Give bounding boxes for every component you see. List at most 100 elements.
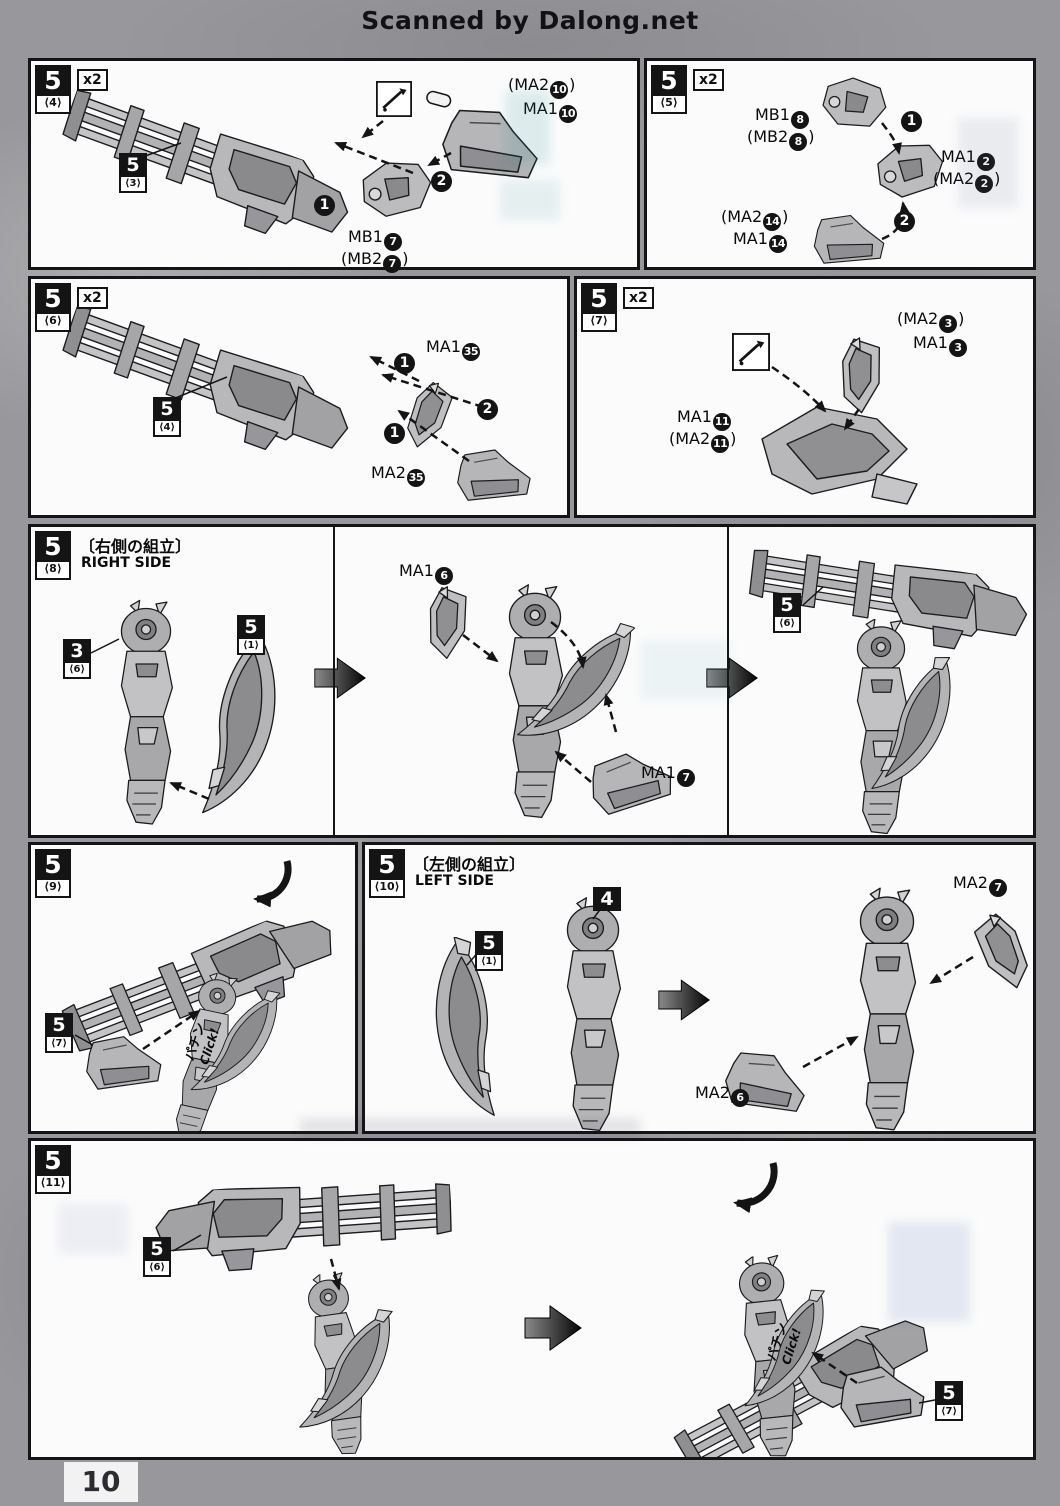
part-code: MA1 xyxy=(426,337,461,356)
step-variant: ⟨4⟩ xyxy=(35,96,71,114)
order-badge-1b: 1 xyxy=(384,423,405,444)
illustration-fold-rifle xyxy=(57,860,347,1131)
step-badge: 5 ⟨5⟩ xyxy=(651,65,687,114)
part-number: 10 xyxy=(558,105,577,123)
part-code-suffix: ) xyxy=(808,127,815,146)
part-code: MA2 xyxy=(953,873,988,892)
step-number: 5 xyxy=(935,1381,963,1405)
part-number: 14 xyxy=(763,213,782,231)
next-step-arrow xyxy=(706,657,758,699)
foot-part xyxy=(454,446,533,502)
illustration-rifle-fins xyxy=(52,295,533,502)
illustration-final-fold xyxy=(153,1162,962,1457)
order-badge-1: 1 xyxy=(901,111,922,132)
section-title-en: RIGHT SIDE xyxy=(81,555,172,571)
part-number: 2 xyxy=(975,175,994,193)
step-badge: 5 ⟨9⟩ xyxy=(35,849,71,898)
watermark: Scanned by Dalong.net xyxy=(361,6,699,35)
part-number: 35 xyxy=(461,343,480,361)
illustration-right-arm-assembly xyxy=(90,539,1033,835)
part-code-suffix: ) xyxy=(402,249,409,268)
right-arm xyxy=(120,599,174,825)
step-badge: 5 ⟨8⟩ xyxy=(35,531,71,580)
part-code: (MA2 xyxy=(508,75,550,94)
part-code-suffix: ) xyxy=(569,75,576,94)
assembly-arrows xyxy=(334,120,452,175)
part-code: (MA2 xyxy=(669,429,711,448)
fin-part xyxy=(421,583,477,662)
ref-badge-5-6: 5 ⟨6⟩ xyxy=(773,593,801,633)
part-code: (MA2 xyxy=(721,207,763,226)
ref-badge-5-1: 5 ⟨1⟩ xyxy=(475,931,503,971)
illustration-wing-assembly xyxy=(732,333,918,505)
fin-part xyxy=(971,909,1032,994)
part-number: 11 xyxy=(712,413,731,431)
part-code: (MB2 xyxy=(747,127,789,146)
pin-note-icon xyxy=(376,81,412,117)
section-title-en: LEFT SIDE xyxy=(415,873,494,889)
callout-line xyxy=(802,586,824,606)
step-variant: ⟨8⟩ xyxy=(35,562,71,580)
ref-badge-5-1: 5 ⟨1⟩ xyxy=(237,615,265,655)
order-badge-1: 1 xyxy=(314,195,335,216)
assembly-arrow xyxy=(811,1351,858,1385)
page-number: 10 xyxy=(64,1462,138,1502)
part-code: MA1 xyxy=(523,99,558,118)
step-badge: 5 ⟨10⟩ xyxy=(369,849,405,898)
left-arm xyxy=(566,897,622,1131)
part-code: MA1 xyxy=(913,333,948,352)
part-number: 3 xyxy=(948,339,967,357)
grip-part xyxy=(819,73,891,133)
step-number: 5 xyxy=(369,849,405,880)
claw-binder xyxy=(201,626,283,820)
part-code: MA1 xyxy=(677,407,712,426)
part-number: 11 xyxy=(711,435,730,453)
step-number: 5 xyxy=(475,931,503,955)
step-number: 3 xyxy=(63,639,91,663)
part-code-suffix: ) xyxy=(730,429,737,448)
section-title-jp: 〔右側の組立〕 xyxy=(79,537,192,556)
order-badge-2: 2 xyxy=(477,399,498,420)
step-variant: ⟨7⟩ xyxy=(935,1405,963,1421)
ref-badge-3-6: 3 ⟨6⟩ xyxy=(63,639,91,679)
callout-line xyxy=(74,1034,94,1046)
rotate-arrow xyxy=(253,860,292,908)
step-number: 5 xyxy=(237,615,265,639)
step-variant: ⟨1⟩ xyxy=(237,639,265,655)
step-variant: ⟨6⟩ xyxy=(143,1261,171,1277)
part-number: 3 xyxy=(939,315,958,333)
step-number: 5 xyxy=(651,65,687,96)
quantity-badge: x2 xyxy=(77,287,108,309)
ref-badge-5-7: 5 ⟨7⟩ xyxy=(45,1013,73,1053)
left-arm xyxy=(859,887,917,1131)
part-code: MA1 xyxy=(641,763,676,782)
step-badge: 5 ⟨6⟩ xyxy=(35,283,71,332)
assembly-arrow xyxy=(142,1009,201,1051)
part-number: 7 xyxy=(383,233,402,251)
step-number: 5 xyxy=(119,153,147,177)
order-badge-2: 2 xyxy=(894,211,915,232)
section-divider xyxy=(333,527,335,835)
part-code: (MA2 xyxy=(933,169,975,188)
callout-line xyxy=(172,1234,202,1252)
small-part xyxy=(832,333,893,417)
part-number: 6 xyxy=(730,1089,749,1107)
part-code-suffix: ) xyxy=(994,169,1001,188)
order-badge-2: 2 xyxy=(431,171,452,192)
part-number: 8 xyxy=(790,111,809,129)
part-number: 14 xyxy=(768,235,787,253)
assembly-arrows xyxy=(771,365,861,431)
